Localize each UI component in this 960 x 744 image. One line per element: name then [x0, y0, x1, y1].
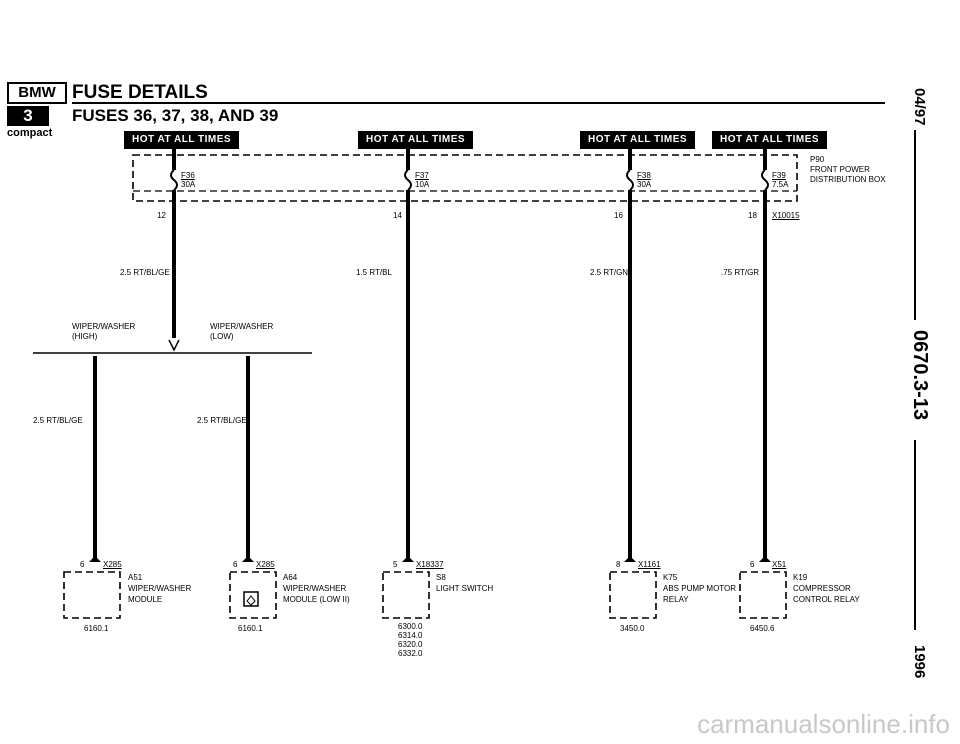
wire-label-f39: .75 RT/GR — [721, 268, 760, 277]
a51-ref: 6160.1 — [84, 624, 109, 633]
a64-desc-2: MODULE (LOW II) — [283, 595, 350, 604]
s8-ref-3: 6320.0 — [398, 640, 423, 649]
pin-12: 12 — [157, 211, 166, 220]
k75-desc-1: ABS PUMP MOTOR — [663, 584, 737, 593]
hot-label-f37: HOT AT ALL TIMES — [358, 131, 474, 149]
s8-ref-2: 6314.0 — [398, 631, 423, 640]
a64-pin: 6 — [233, 560, 238, 569]
pin-14: 14 — [393, 211, 402, 220]
side-page-number: 0670.3-13 — [909, 330, 931, 421]
fuse-f39-rating: 7.5A — [772, 180, 789, 189]
fuse-f39-symbol — [761, 169, 769, 191]
wiper-low-line2: (LOW) — [210, 332, 234, 341]
wire-label-f37: 1.5 RT/BL — [356, 268, 392, 277]
module-icon — [243, 591, 259, 607]
a51-id: A51 — [128, 573, 143, 582]
hot-label-f38: HOT AT ALL TIMES — [580, 131, 696, 149]
distribution-box-outline — [132, 154, 798, 202]
k75-desc-2: RELAY — [663, 595, 689, 604]
k19-connector: X51 — [772, 560, 787, 569]
wiper-switch-arrow — [168, 339, 180, 352]
fuse-f37-rating: 10A — [415, 180, 430, 189]
k19-desc-2: CONTROL RELAY — [793, 595, 860, 604]
fuse-f38-symbol — [626, 169, 634, 191]
a64-connector: X285 — [256, 560, 275, 569]
fuse-f36-symbol — [170, 169, 178, 191]
watermark: carmanualsonline.info — [697, 709, 950, 739]
page-subtitle: FUSES 36, 37, 38, AND 39 — [72, 106, 279, 125]
fuse-f39-id: F39 — [772, 171, 786, 180]
k19-id: K19 — [793, 573, 808, 582]
logo-compact: compact — [7, 127, 53, 139]
connector-x10015: X10015 — [772, 211, 800, 220]
a51-connector: X285 — [103, 560, 122, 569]
k75-ref: 3450.0 — [620, 624, 645, 633]
bmw-logo: BMW 3 compact — [7, 82, 67, 139]
branch-wire-label-high: 2.5 RT/BL/GE — [33, 416, 83, 425]
fuse-f36-rating: 30A — [181, 180, 196, 189]
wiper-high-line2: (HIGH) — [72, 332, 98, 341]
wiper-high-line1: WIPER/WASHER — [72, 322, 136, 331]
fuse-f38-rating: 30A — [637, 180, 652, 189]
a64-ref: 6160.1 — [238, 624, 263, 633]
component-k19-box — [739, 571, 787, 619]
a51-pin: 6 — [80, 560, 85, 569]
component-a64-box — [229, 571, 277, 619]
logo-bmw: BMW — [7, 82, 67, 104]
wiper-low-line1: WIPER/WASHER — [210, 322, 274, 331]
s8-connector: X18337 — [416, 560, 444, 569]
wire-label-f36: 2.5 RT/BL/GE — [120, 268, 170, 277]
s8-desc-1: LIGHT SWITCH — [436, 584, 494, 593]
fuse-f38-id: F38 — [637, 171, 651, 180]
fuse-f36-id: F36 — [181, 171, 195, 180]
distribution-box-line2: DISTRIBUTION BOX — [810, 175, 886, 184]
component-k75-box — [609, 571, 657, 619]
k75-id: K75 — [663, 573, 678, 582]
s8-id: S8 — [436, 573, 446, 582]
k75-pin: 8 — [616, 560, 621, 569]
a64-desc-1: WIPER/WASHER — [283, 584, 347, 593]
k19-desc-1: COMPRESSOR — [793, 584, 851, 593]
fuse-f37-id: F37 — [415, 171, 429, 180]
s8-ref-1: 6300.0 — [398, 622, 423, 631]
wire-label-f38: 2.5 RT/GN — [590, 268, 629, 277]
k19-ref: 6450.6 — [750, 624, 775, 633]
k75-connector: X1161 — [638, 560, 661, 569]
s8-pin: 5 — [393, 560, 398, 569]
component-s8-box — [382, 571, 430, 619]
pin-18: 18 — [748, 211, 757, 220]
a64-id: A64 — [283, 573, 298, 582]
hot-label-f39: HOT AT ALL TIMES — [712, 131, 828, 149]
distribution-box-line1: FRONT POWER — [810, 165, 870, 174]
component-a51-box — [63, 571, 121, 619]
page-title: FUSE DETAILS — [72, 82, 208, 103]
logo-series: 3 — [7, 106, 49, 126]
hot-label-f36: HOT AT ALL TIMES — [124, 131, 240, 149]
k19-pin: 6 — [750, 560, 755, 569]
pin-16: 16 — [614, 211, 623, 220]
s8-ref-4: 6332.0 — [398, 649, 423, 658]
a51-desc-2: MODULE — [128, 595, 163, 604]
a51-desc-1: WIPER/WASHER — [128, 584, 192, 593]
distribution-box-id: P90 — [810, 155, 825, 164]
side-year: 1996 — [911, 645, 928, 679]
fuse-f37-symbol — [404, 169, 412, 191]
branch-wire-label-low: 2.5 RT/BL/GE — [197, 416, 247, 425]
side-date: 04/97 — [911, 88, 928, 126]
